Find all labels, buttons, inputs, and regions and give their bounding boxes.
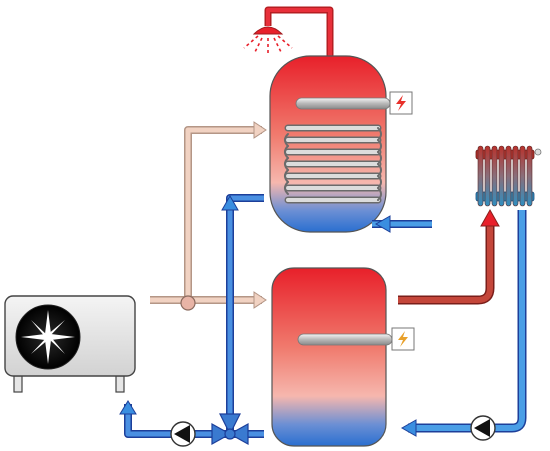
- circulation-pump-left: [170, 421, 196, 447]
- heat-pump-supply-pipe: [150, 121, 267, 309]
- radiator-return-pipe: [400, 210, 527, 437]
- electric-heater-rod: [295, 97, 391, 110]
- buffer-tank-icon: [271, 267, 415, 447]
- cold-water-inlet-arrow: [372, 215, 432, 233]
- lightning-bolt-icon: [389, 91, 413, 115]
- circulation-pump-right: [470, 415, 496, 441]
- radiator-supply-pipe: [398, 208, 500, 305]
- heat-exchanger-coil: [284, 124, 382, 204]
- three-way-valve-icon: [211, 413, 249, 446]
- tee-junction-icon: [180, 295, 196, 311]
- shower-head-icon: [243, 6, 334, 60]
- hot-water-tank-icon: [269, 55, 413, 233]
- dhw-return-pipe: [221, 194, 264, 432]
- lightning-bolt-icon: [391, 327, 415, 351]
- fan-icon: [15, 304, 81, 370]
- heat-pump-outdoor-unit-icon: [4, 295, 136, 393]
- radiator-icon: [475, 145, 542, 207]
- electric-heater-rod: [297, 333, 393, 346]
